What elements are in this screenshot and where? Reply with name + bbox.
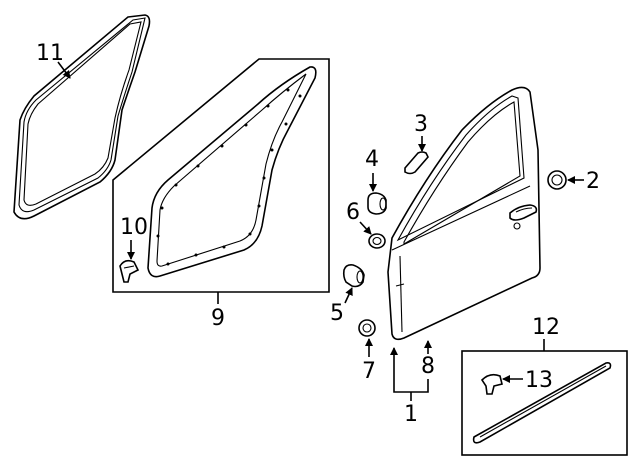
callout-3: 3 [414, 112, 428, 137]
callout-7: 7 [362, 359, 376, 384]
part-1-door-shell [387, 86, 541, 341]
part-2-grommet [547, 170, 567, 190]
part-3-garnish [404, 151, 429, 175]
callout-11: 11 [36, 41, 64, 66]
leader-6 [359, 221, 372, 235]
callout-6: 6 [346, 200, 360, 225]
part-5-bumper [342, 264, 365, 288]
part-10-clip [119, 259, 140, 283]
part-6-plug [368, 233, 386, 249]
part-9-box [112, 58, 330, 293]
leader-11 [57, 61, 71, 79]
part-12-moulding [472, 362, 612, 444]
part-4-bumper [367, 192, 387, 215]
callout-10: 10 [120, 215, 148, 240]
part-7-plug [358, 319, 376, 337]
part-13-clip [480, 373, 503, 395]
leader-5 [344, 287, 353, 304]
callout-9: 9 [211, 306, 225, 331]
callout-2: 2 [586, 169, 600, 194]
part-11-weatherstrip [13, 14, 151, 220]
callout-5: 5 [330, 301, 344, 326]
callout-1: 1 [404, 402, 418, 427]
part-9-weatherstrip [147, 66, 317, 278]
callout-4: 4 [365, 147, 379, 172]
callout-13: 13 [525, 368, 553, 393]
callout-12: 12 [532, 315, 560, 340]
callout-8: 8 [421, 354, 435, 379]
